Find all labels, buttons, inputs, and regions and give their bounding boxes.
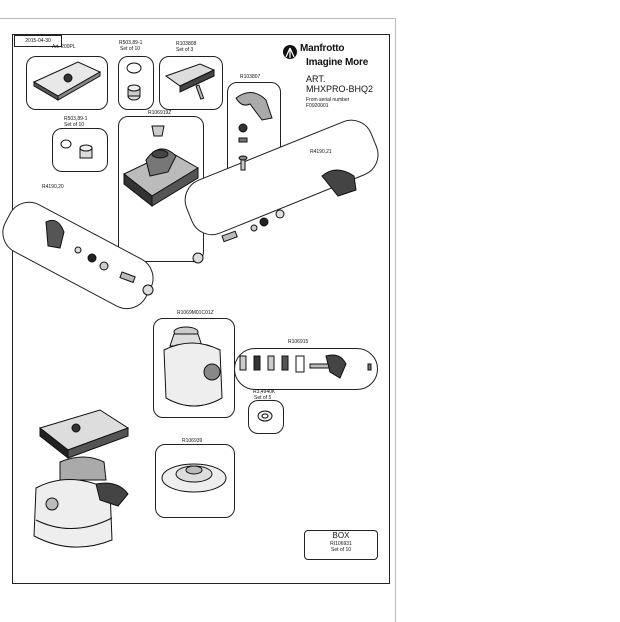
part-code: R106915	[288, 339, 309, 345]
box-label: BOX RI106931 Set of 10	[304, 530, 378, 560]
part-code: R103808	[176, 41, 197, 47]
part-code: R3,4940K	[253, 389, 276, 395]
knob-left-icon	[45, 219, 154, 296]
page-edge-top	[0, 18, 395, 19]
part-code: R1069M01C01Z	[177, 310, 214, 316]
plate-icon	[32, 61, 102, 101]
box-qty: Set of 10	[330, 547, 351, 553]
box-code: RI106931	[330, 541, 352, 547]
clamp-base-icon	[123, 125, 199, 208]
page-edge-right	[395, 18, 396, 622]
knob-set-icon	[239, 354, 372, 379]
serial-number: F0920001	[306, 103, 329, 109]
part-code: R503,89-1	[64, 116, 88, 122]
part-qty: Set of 10	[120, 46, 141, 52]
part-qty: Set of 10	[64, 122, 85, 128]
part-code: R106919Z	[148, 110, 172, 116]
part-code: R4190,21	[310, 149, 332, 155]
base-cup-icon	[161, 463, 227, 493]
drawing-frame	[12, 34, 390, 584]
serial-note: From serial number	[306, 97, 350, 103]
part-code: R106939	[182, 438, 203, 444]
model-number: MHXPRO-BHQ2	[306, 84, 374, 94]
small-ring-icon	[257, 410, 273, 422]
part-qty: Set of 5	[254, 395, 272, 401]
date-label: 2015-04-30	[14, 35, 62, 47]
article-block: ART. MHXPRO-BHQ2	[306, 74, 373, 94]
lever-icon	[235, 92, 273, 171]
part-code: R503,89-1	[119, 40, 143, 46]
o-ring-icon	[126, 62, 142, 101]
part-code: Art. 200PL	[52, 44, 76, 50]
part-code: R103807	[240, 74, 261, 80]
serial-block: From serial number F0920001	[306, 97, 349, 109]
head-assembly-icon	[33, 409, 130, 548]
art-label: ART.	[306, 74, 326, 84]
brand-tagline: Imagine More	[306, 57, 369, 68]
ball-head-icon	[163, 326, 223, 407]
brand-name: Manfrotto	[300, 43, 345, 54]
part-qty: Set of 3	[176, 47, 194, 53]
knob-right-icon	[192, 169, 357, 264]
part-code: R4190,20	[42, 184, 64, 190]
box-title: BOX	[332, 531, 350, 540]
ring-2-icon	[60, 139, 93, 159]
part-box-o-ring	[118, 56, 154, 110]
clamp-icon	[164, 63, 216, 100]
